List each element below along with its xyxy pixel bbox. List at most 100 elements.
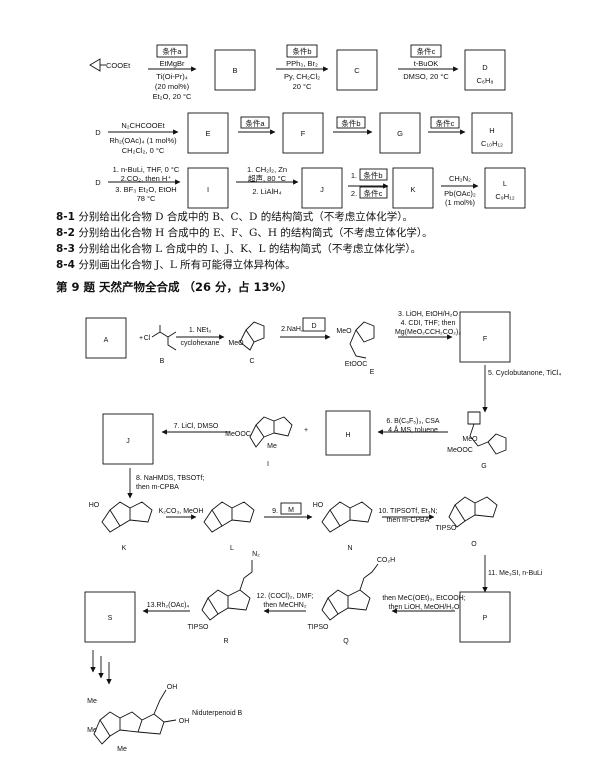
r9-1a: 1. NEt₃ xyxy=(189,327,211,334)
label-C: C xyxy=(354,66,360,75)
q-co2h: CO₂H xyxy=(377,557,395,564)
label-F: F xyxy=(301,129,306,138)
s3-r2: DMSO, 20 °C xyxy=(403,72,449,81)
label-D: D xyxy=(482,63,488,72)
s3-r9: Pb(OAc)₂ xyxy=(444,189,476,198)
question-text: 分别画出化合物 J、L 所有可能得立体异构体。 xyxy=(78,259,296,271)
label-D9: D xyxy=(311,323,316,330)
r9-3: 3. LiOH, EtOH/H₂O xyxy=(398,311,458,318)
s3-r1: t-BuOK xyxy=(414,59,439,68)
g-meooc: MeOOC xyxy=(447,447,473,454)
label-I: I xyxy=(207,185,209,194)
box-E xyxy=(187,112,229,154)
box-B xyxy=(214,49,256,91)
s2-r1: PPh₃, Br₂ xyxy=(286,59,318,68)
box-I xyxy=(187,167,229,209)
box-F xyxy=(282,112,324,154)
formula-H: C₁₀H₁₂ xyxy=(481,139,503,148)
box-L xyxy=(484,167,526,209)
plus-1: + xyxy=(139,335,143,342)
r9-8b: then m-CPBA xyxy=(136,484,179,491)
s1-r3: (20 mol%) xyxy=(155,82,190,91)
label-O9: O xyxy=(471,541,477,548)
r9-10a: 10. TIPSOTf, Et₃N; xyxy=(378,508,437,515)
label-E: E xyxy=(205,129,210,138)
r9-pa: then MeC(OEt)₃, EtCOOH; xyxy=(382,595,465,602)
scheme3 xyxy=(108,167,526,209)
r9-6a: 6. B(C₆F₅)₃, CSA xyxy=(386,418,440,425)
prod-me3: Me xyxy=(117,746,127,753)
o-tipso: TIPSO xyxy=(435,525,457,532)
r9-10b: then m-CPBA xyxy=(387,517,430,524)
label-H: H xyxy=(489,126,494,135)
box-A xyxy=(85,317,127,359)
scheme1 xyxy=(89,44,506,91)
q-tipso: TIPSO xyxy=(307,624,329,631)
box-J xyxy=(301,167,343,209)
s1-r2: Ti(Oi-Pr)₄ xyxy=(156,72,188,81)
box-M9 xyxy=(280,502,302,515)
r-tipso: TIPSO xyxy=(187,624,209,631)
label-L: L xyxy=(503,179,507,188)
n-ho: HO xyxy=(313,502,324,509)
label-E9: E xyxy=(370,369,375,376)
s2-start: D xyxy=(95,128,101,137)
r9-11: 11. Me₃SI, n-BuLi xyxy=(488,570,543,577)
label-F9: F xyxy=(483,336,487,343)
question-text: 分别给出化合物 L 合成中的 I、J、K、L 的结构简式（不考虑立体化学）。 xyxy=(78,243,422,255)
r9-5: 5. Cyclobutanone, TiCl₄ xyxy=(488,370,561,377)
label-N9: N xyxy=(347,545,352,552)
box-K xyxy=(392,167,434,209)
box-P9 xyxy=(459,591,511,643)
problem-9-title: 第 9 题 天然产物全合成 （26 分，占 13%） xyxy=(56,280,293,294)
s1-r4: Et₂O, 20 °C xyxy=(153,92,192,101)
label-Q9: Q xyxy=(343,638,349,645)
structure-O xyxy=(448,496,498,528)
question-8-1: 8-1 分别给出化合物 D 合成中的 B、C、D 的结构简式（不考虑立体化学）。 xyxy=(56,210,413,224)
box-D xyxy=(464,49,506,91)
s3-box1: 条件b xyxy=(363,170,382,180)
r9-4: 4. CDI, THF; then xyxy=(401,320,456,327)
r9-4b: Mg(MeO₂CCH₂CO₂)₂ xyxy=(395,329,461,336)
structure-Q xyxy=(321,563,379,621)
s2-cond-a: 条件a xyxy=(245,118,265,128)
plus-2: + xyxy=(304,427,308,434)
s3-r6: 超声, 80 °C xyxy=(248,173,287,183)
r9-8a: 8. NaHMDS, TBSOTf; xyxy=(136,475,204,482)
r9-k2: K₂CO₃, MeOH xyxy=(159,508,204,515)
question-number: 8-4 xyxy=(56,259,75,271)
r9-6b: 4 Å MS, toluene xyxy=(388,425,438,434)
cond-b-label: 条件b xyxy=(292,46,311,56)
label-R9: R xyxy=(223,638,228,645)
c-meo: MeO xyxy=(228,340,244,347)
structure-product xyxy=(93,689,177,745)
r9-2: 2.NaH, xyxy=(281,326,303,333)
prod-me2: Me xyxy=(87,727,97,734)
cond-c-label: 条件c xyxy=(417,46,436,56)
label-H9: H xyxy=(345,432,350,439)
s3-r3: 3. BF₃ Et₂O, EtOH xyxy=(115,185,176,194)
question-text: 分别给出化合物 D 合成中的 B、C、D 的结构简式（不考虑立体化学）。 xyxy=(78,211,414,223)
formula-L: C₉H₁₂ xyxy=(495,192,514,201)
s2-cond-b: 条件b xyxy=(341,118,360,128)
start-ester: COOEt xyxy=(106,61,131,70)
question-number: 8-1 xyxy=(56,211,75,223)
s2-r2: Rh₂(OAc)₄ (1 mol%) xyxy=(109,136,177,145)
prod-oh2: OH xyxy=(179,718,190,725)
s3-n1: 1. xyxy=(351,171,357,180)
label-G9: G xyxy=(481,463,486,470)
label-P9: P xyxy=(483,615,488,622)
r9-9: 9. xyxy=(272,508,278,515)
scheme9-lines xyxy=(84,311,511,745)
question-text: 分别给出化合物 H 合成中的 E、F、G、H 的结构简式（不考虑立体化学）。 xyxy=(78,227,433,239)
box-S9 xyxy=(84,591,136,643)
structure-C xyxy=(239,321,265,351)
structure-I xyxy=(249,416,293,448)
box-H xyxy=(471,112,513,154)
cond-box-c xyxy=(410,44,442,58)
r9-7: 7. LiCl, DMSO xyxy=(174,423,219,430)
structure-E xyxy=(349,321,375,359)
label-C9: C xyxy=(249,358,254,365)
label-I9: I xyxy=(267,461,269,468)
